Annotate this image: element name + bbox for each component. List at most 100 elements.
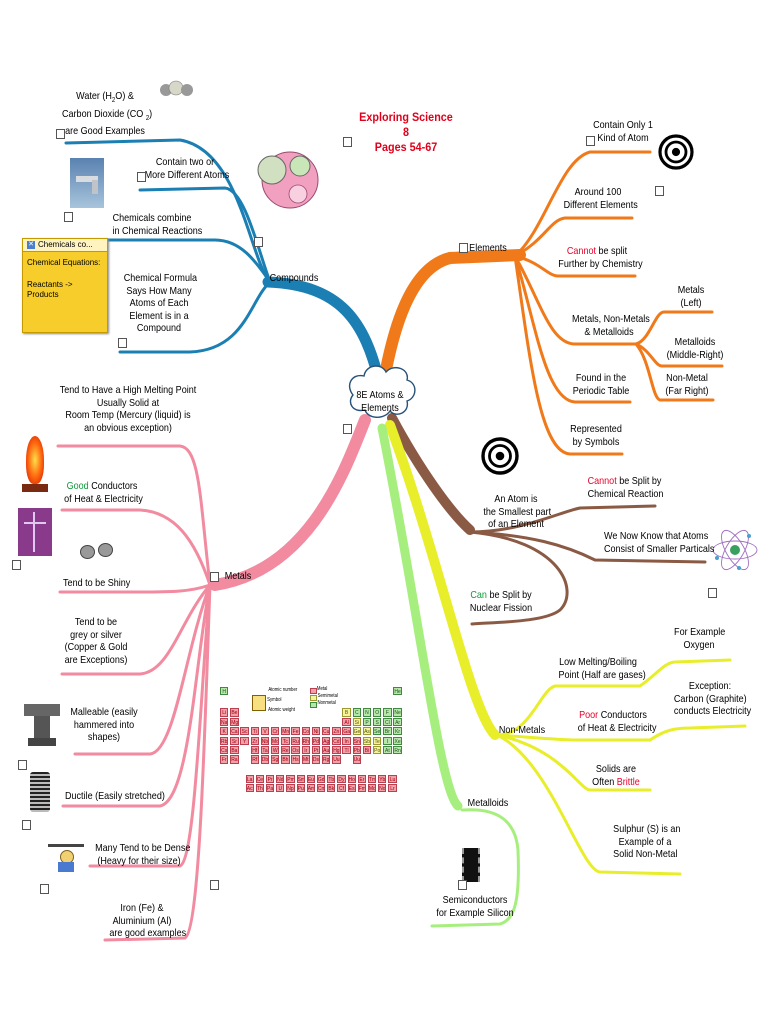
metals-item[interactable]: Iron (Fe) &Aluminium (Al)are good exampl… [109, 902, 174, 940]
node-checkbox[interactable] [22, 820, 31, 830]
element-cell: Na [220, 718, 228, 726]
element-cell: Pr [266, 775, 274, 783]
pt-legend-semimetal: Semimetal [318, 693, 338, 699]
node-checkbox[interactable] [708, 588, 717, 598]
node-checkbox[interactable] [254, 237, 263, 247]
compounds-item[interactable]: Water (H2O) & Carbon Dioxide (CO 2) are … [62, 90, 148, 138]
nonmetals-subitem[interactable]: Exception:Carbon (Graphite)conducts Elec… [674, 680, 746, 718]
element-cell: No [378, 784, 386, 792]
element-cell: Lu [388, 775, 396, 783]
element-cell: Bh [281, 755, 289, 763]
element-cell: Ce [256, 775, 264, 783]
pt-legend-nonmetal-swatch [310, 702, 317, 708]
metals-item[interactable]: Ductile (Easily stretched) [65, 790, 151, 803]
elements-subitem[interactable]: Metalloids(Middle-Right) [665, 336, 725, 361]
element-cell: Al [342, 718, 350, 726]
element-cell: Ni [312, 727, 320, 735]
element-cell: Gd [317, 775, 325, 783]
node-checkbox[interactable] [586, 136, 595, 146]
element-cell: Pu [297, 784, 305, 792]
node-checkbox[interactable] [343, 137, 352, 147]
node-checkbox[interactable] [137, 172, 146, 182]
element-cell: Fe [291, 727, 299, 735]
element-cell: O [373, 708, 381, 716]
element-cell: Mo [271, 737, 279, 745]
elements-subitem[interactable]: Metals(Left) [670, 284, 713, 309]
note-line: Chemical Equations: [27, 258, 103, 268]
element-cell: Se [373, 727, 381, 735]
node-checkbox[interactable] [210, 572, 219, 582]
node-checkbox[interactable] [343, 424, 352, 434]
node-checkbox[interactable] [56, 129, 65, 139]
metals-item[interactable]: Tend to be Shiny [63, 577, 125, 590]
node-checkbox[interactable] [118, 338, 127, 348]
metalloids-label[interactable]: Metalloids [464, 797, 512, 810]
element-cell: Rb [220, 737, 228, 745]
element-cell: P [363, 718, 371, 726]
node-checkbox[interactable] [64, 212, 73, 222]
sunglasses-icon [80, 541, 114, 559]
node-checkbox[interactable] [210, 880, 219, 890]
metals-label[interactable]: Metals [221, 570, 255, 583]
element-cell: Sb [363, 737, 371, 745]
node-checkbox[interactable] [12, 560, 21, 570]
node-checkbox[interactable] [40, 884, 49, 894]
element-cell: Ga [342, 727, 350, 735]
element-cell: Te [373, 737, 381, 745]
element-cell: W [271, 746, 279, 754]
compounds-label[interactable]: Compounds [266, 272, 321, 285]
element-cell: Bk [327, 784, 335, 792]
element-cell: I [383, 737, 391, 745]
node-checkbox[interactable] [458, 880, 467, 890]
element-cell: Y [240, 737, 248, 745]
element-cell: Cu [322, 727, 330, 735]
element-cell: Cs [220, 746, 228, 754]
element-cell: C [353, 708, 361, 716]
element-cell: Np [286, 784, 294, 792]
element-cell: Ti [251, 727, 259, 735]
node-checkbox[interactable] [655, 186, 664, 196]
metals-item[interactable]: Many Tend to be Dense(Heavy for their si… [95, 842, 183, 867]
nonmetals-label[interactable]: Non-Metals [498, 724, 546, 737]
note-header: Chemicals co... [38, 240, 93, 250]
elements-item[interactable]: Metals, Non-Metals& Metalloids [572, 313, 646, 338]
element-cell: Tc [281, 737, 289, 745]
element-cell: Tm [368, 775, 376, 783]
element-cell: Rh [302, 737, 310, 745]
chemical-equation-note[interactable]: ✕Chemicals co... Chemical Equations: Rea… [22, 238, 108, 333]
element-cell: Nd [276, 775, 284, 783]
central-topic[interactable]: 8E Atoms &Elements [350, 389, 410, 414]
elements-label[interactable]: Elements [462, 242, 514, 255]
node-checkbox[interactable] [18, 760, 27, 770]
node-checkbox[interactable] [459, 243, 468, 253]
element-cell: Ag [322, 737, 330, 745]
elements-subitem[interactable]: Non-Metal(Far Right) [660, 372, 713, 397]
element-cell: Pm [286, 775, 294, 783]
element-cell: Zn [332, 727, 340, 735]
element-cell: Am [307, 784, 315, 792]
periodic-table-image: Atomic number Symbol Atomic weight Metal… [218, 683, 418, 861]
close-icon[interactable]: ✕ [27, 241, 35, 249]
